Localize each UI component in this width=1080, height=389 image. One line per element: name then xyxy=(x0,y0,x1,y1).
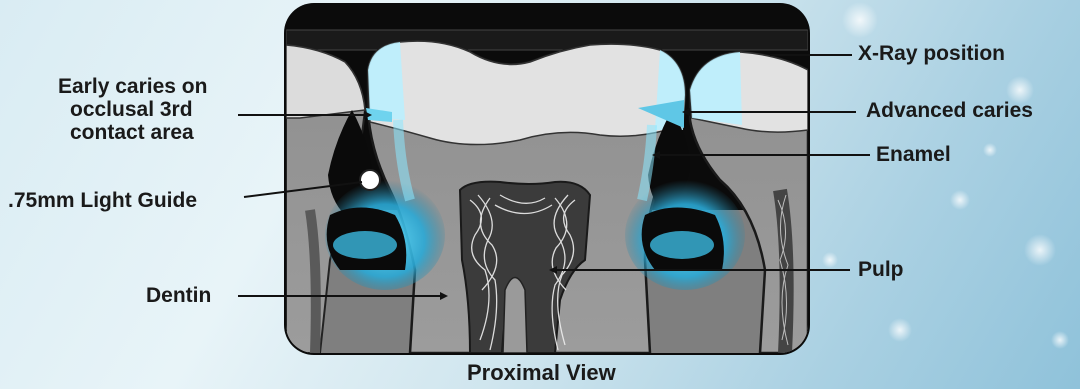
enamel-label: Enamel xyxy=(876,143,951,166)
pulp-label: Pulp xyxy=(858,258,904,281)
dentin-label: Dentin xyxy=(146,284,211,307)
early-caries-label: Early caries on occlusal 3rd contact are… xyxy=(52,75,201,144)
advanced-caries-label: Advanced caries xyxy=(866,99,1033,122)
early-caries-line2: occlusal 3rd xyxy=(70,98,219,121)
xray-film xyxy=(286,30,808,50)
light-guide-circle xyxy=(360,170,380,190)
diagram-caption: Proximal View xyxy=(467,361,616,384)
early-caries-line3: contact area xyxy=(70,121,219,144)
xray-position-label: X-Ray position xyxy=(858,42,1005,65)
early-caries-line1: Early caries on xyxy=(58,75,207,98)
light-guide-label: .75mm Light Guide xyxy=(8,189,197,212)
